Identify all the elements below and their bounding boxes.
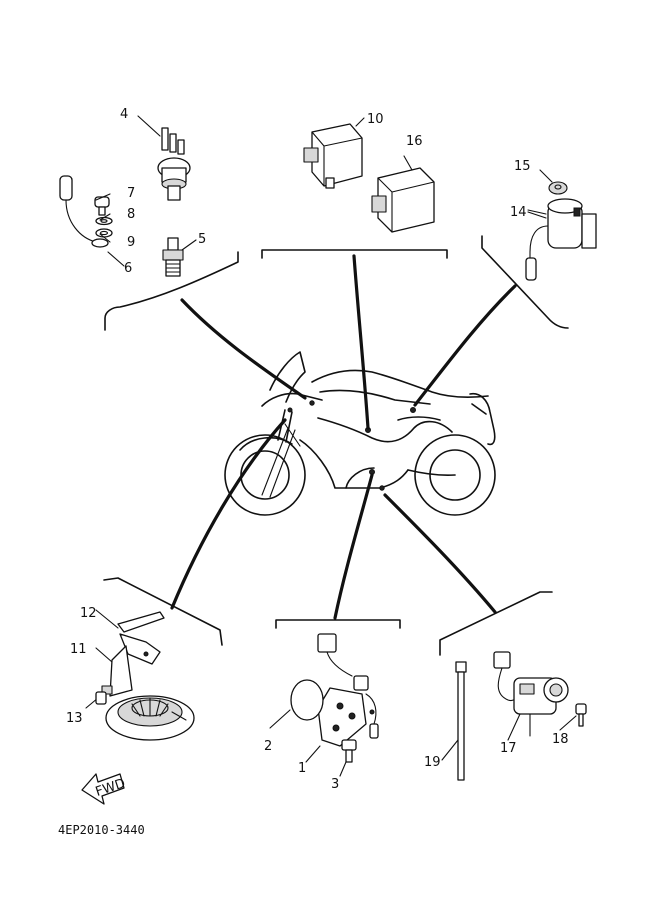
callout-3: 3 (331, 777, 339, 792)
part-15-nut (539, 169, 568, 195)
callout-11: 11 (70, 642, 87, 657)
motorcycle-outline (224, 351, 496, 516)
callout-7: 7 (127, 186, 135, 201)
part-3-screw (341, 739, 357, 763)
callout-labels: 4 7 8 9 6 5 10 16 15 14 12 11 13 2 1 3 1… (66, 107, 569, 792)
callout-12: 12 (80, 606, 97, 621)
part-6-cable-sensor (59, 175, 109, 248)
callout-5: 5 (198, 232, 206, 247)
callout-19: 19 (424, 755, 441, 770)
part-1-sensor-plate (317, 633, 379, 747)
callout-10: 10 (367, 112, 384, 127)
part-9-washer (95, 228, 113, 238)
callout-9: 9 (127, 235, 135, 250)
callout-4: 4 (120, 107, 128, 122)
horn (105, 695, 195, 741)
part-12-bracket (95, 609, 165, 665)
callout-8: 8 (127, 207, 135, 222)
callout-17: 17 (500, 741, 517, 756)
drawing-code: 4EP2010-3440 (58, 823, 145, 837)
part-10-relay (303, 123, 363, 189)
part-18-screw (575, 703, 587, 727)
part-13-bolt (85, 691, 107, 709)
bracket-frames (103, 235, 569, 656)
callout-15: 15 (514, 159, 531, 174)
leader-lines (170, 254, 517, 620)
part-4-switch (137, 115, 191, 201)
part-2-gasket (269, 679, 324, 729)
callout-leaders (95, 117, 577, 777)
part-8-washer (95, 216, 113, 226)
part-19-cable-tie (455, 661, 467, 781)
part-5-sensor (162, 237, 184, 277)
part-17-unit (493, 651, 569, 737)
part-11-bracket (95, 645, 133, 697)
callout-1: 1 (298, 761, 306, 776)
callout-18: 18 (552, 732, 569, 747)
part-14-unit (525, 198, 597, 281)
callout-14: 14 (510, 205, 527, 220)
callout-6: 6 (124, 261, 132, 276)
fwd-arrow-icon: FWD (81, 773, 127, 805)
callout-2: 2 (264, 739, 272, 754)
part-16-relay (371, 155, 435, 233)
callout-13: 13 (66, 711, 83, 726)
fwd-label: FWD (94, 776, 127, 800)
callout-16: 16 (406, 134, 423, 149)
